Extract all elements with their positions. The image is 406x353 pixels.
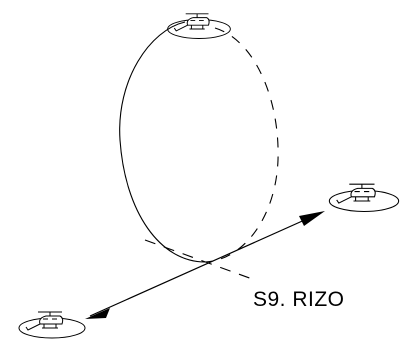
helicopter-icon — [167, 13, 231, 39]
helicopter-icon — [18, 311, 86, 339]
ground-reference-line — [144, 239, 256, 281]
loop-path-front — [119, 21, 206, 263]
arrowhead-icon — [299, 211, 325, 226]
loop-path-back — [204, 27, 279, 263]
helicopter-icon — [328, 183, 400, 213]
trajectory-line — [89, 213, 319, 317]
figure-caption: S9. RIZO — [253, 288, 345, 311]
arrowhead-icon — [85, 308, 110, 319]
